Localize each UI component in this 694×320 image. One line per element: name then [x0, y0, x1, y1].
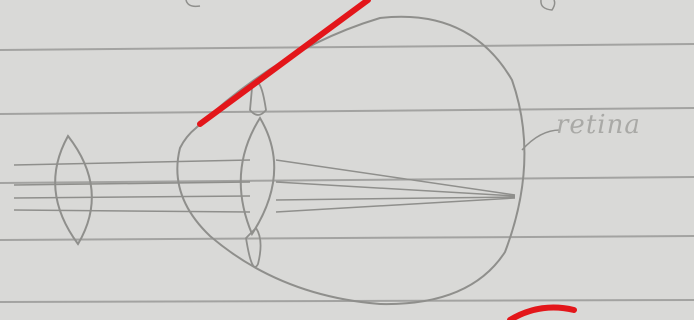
- corrective-lens: [55, 136, 92, 244]
- ruled-line: [0, 44, 694, 50]
- light-ray: [14, 196, 250, 198]
- ruled-lines: [0, 44, 694, 302]
- pencil-mark: [186, 0, 200, 6]
- light-ray: [14, 210, 250, 212]
- retina-label: retina: [556, 110, 641, 140]
- red-annotation-arc: [510, 308, 574, 320]
- ruled-line: [0, 236, 694, 240]
- light-ray: [14, 160, 250, 165]
- eye-lens: [241, 118, 274, 234]
- red-annotation-line: [200, 0, 368, 124]
- pencil-mark: [541, 0, 555, 10]
- retina-pointer: [522, 130, 560, 150]
- light-rays: [14, 160, 515, 212]
- ruled-line: [0, 177, 694, 183]
